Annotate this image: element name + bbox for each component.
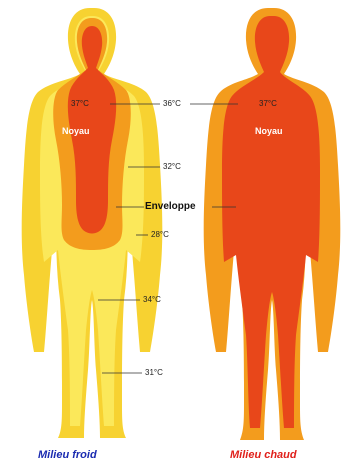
core-temp-left-label: 37°C — [71, 99, 89, 109]
noyau-right-label: Noyau — [255, 126, 283, 136]
temp-32-label: 32°C — [163, 162, 181, 172]
hot-core — [222, 16, 320, 428]
temp-34-label: 34°C — [143, 295, 161, 305]
temp-31-label: 31°C — [145, 368, 163, 378]
temp-36-label: 36°C — [163, 99, 181, 109]
hot-figure — [204, 8, 341, 440]
caption-cold: Milieu froid — [38, 449, 97, 461]
temp-28-label: 28°C — [151, 230, 169, 240]
caption-hot: Milieu chaud — [230, 449, 297, 461]
noyau-left-label: Noyau — [62, 126, 90, 136]
core-temp-right-label: 37°C — [259, 99, 277, 109]
enveloppe-label: Enveloppe — [145, 202, 196, 212]
cold-figure — [22, 8, 163, 438]
